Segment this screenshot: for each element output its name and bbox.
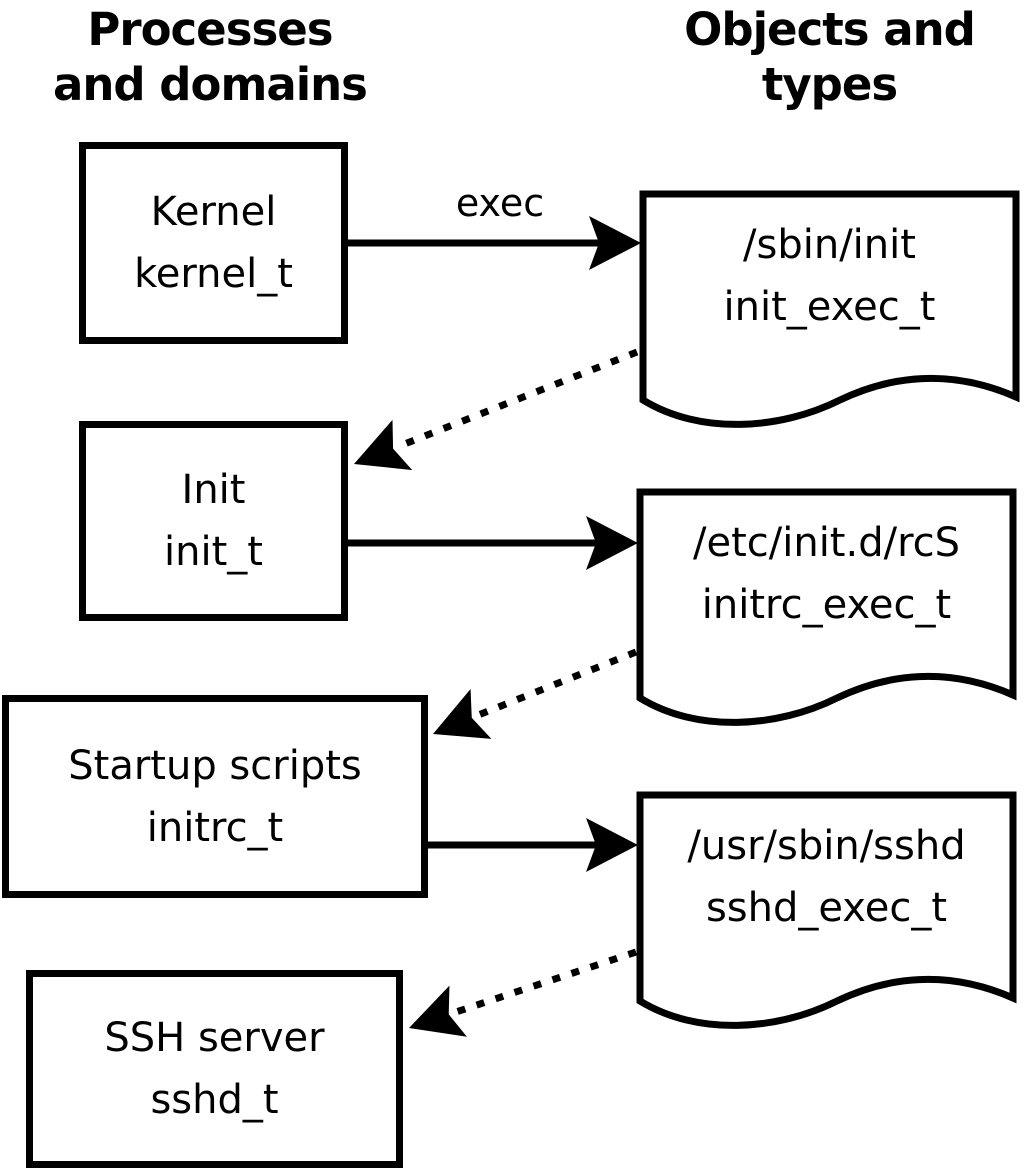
process-node-init-type: init_t (164, 529, 263, 575)
arrowhead-icon (586, 818, 638, 872)
edge-label-exec: exec (455, 181, 545, 225)
dotted-arrow-usr-sbin-sshd-to-sshd (409, 948, 638, 1037)
object-node-usr-sbin-sshd-type: sshd_exec_t (705, 885, 948, 931)
process-node-ssh-server-label: SSH server (104, 1015, 325, 1061)
column-header-objects-line1: Objects and (684, 3, 976, 56)
object-node-usr-sbin-sshd: /usr/sbin/sshd sshd_exec_t (640, 815, 1013, 939)
solid-arrow-init-to-etc-initd-rcS (348, 516, 638, 570)
document-shape-sbin-init (639, 190, 1020, 428)
column-header-objects: Objects and types (635, 2, 1024, 112)
object-node-usr-sbin-sshd-label: /usr/sbin/sshd (687, 823, 966, 869)
document-shape-etc-initd-rcS (636, 488, 1017, 726)
arrowhead-icon (409, 985, 467, 1037)
object-node-sbin-init: /sbin/init init_exec_t (643, 214, 1016, 338)
process-node-startup-scripts: Startup scripts initrc_t (2, 695, 428, 898)
column-header-processes: Processes and domains (10, 2, 410, 112)
object-node-etc-initd-rcS-type: initrc_exec_t (701, 582, 952, 628)
dotted-arrow-sbin-init-to-init (354, 348, 639, 471)
process-node-startup-scripts-label: Startup scripts (68, 742, 362, 789)
column-header-processes-line1: Processes (87, 3, 333, 56)
column-header-objects-line2: types (761, 58, 898, 111)
arrowhead-icon (589, 216, 641, 270)
dotted-arrow-etc-initd-rcS-to-startup (433, 648, 638, 739)
process-node-startup-scripts-type: initrc_t (146, 804, 284, 851)
column-header-processes-line2: and domains (53, 58, 368, 111)
process-node-init: Init init_t (79, 421, 348, 621)
process-node-ssh-server: SSH server sshd_t (26, 970, 403, 1168)
process-node-kernel: Kernel kernel_t (79, 142, 348, 344)
object-node-etc-initd-rcS: /etc/init.d/rcS initrc_exec_t (640, 512, 1013, 636)
process-node-kernel-label: Kernel (150, 189, 277, 235)
arrowhead-icon (354, 419, 413, 471)
object-node-etc-initd-rcS-label: /etc/init.d/rcS (692, 520, 961, 566)
solid-arrow-startup-to-usr-sbin-sshd (428, 818, 638, 872)
object-node-sbin-init-type: init_exec_t (723, 284, 936, 330)
process-node-kernel-type: kernel_t (134, 251, 293, 297)
document-shape-usr-sbin-sshd (636, 791, 1017, 1029)
arrowhead-icon (433, 689, 492, 739)
object-node-sbin-init-label: /sbin/init (743, 222, 916, 268)
process-node-ssh-server-type: sshd_t (150, 1077, 279, 1123)
solid-arrow-kernel-to-sbin-init (348, 216, 641, 270)
arrowhead-icon (586, 516, 638, 570)
process-node-init-label: Init (181, 467, 246, 513)
